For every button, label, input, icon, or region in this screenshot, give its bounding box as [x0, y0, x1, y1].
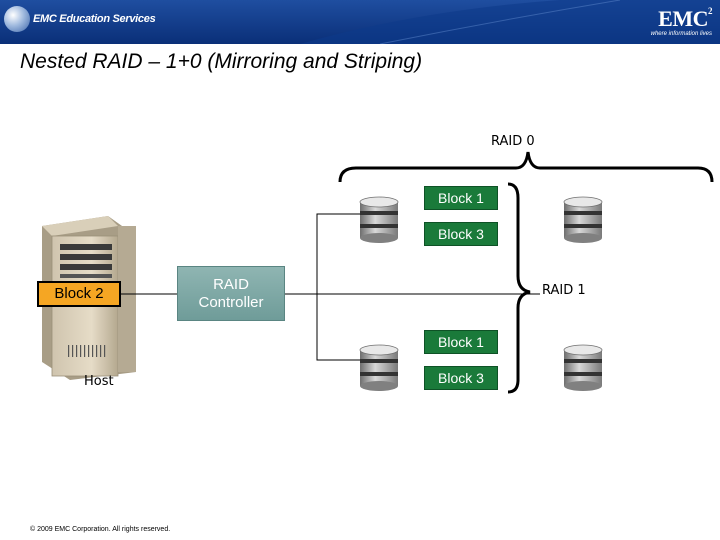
host-block-label: Block 2: [37, 281, 121, 307]
brand-left-text: EMC Education Services: [33, 13, 156, 25]
raid-controller: RAID Controller: [177, 266, 285, 321]
emc-logo: EMC2 where information lives: [632, 4, 713, 40]
globe-icon: [4, 6, 30, 32]
block-box: Block 3: [424, 222, 498, 246]
emc-education-logo: EMC Education Services: [4, 4, 156, 34]
block-box: Block 3: [424, 366, 498, 390]
block-box: Block 1: [424, 330, 498, 354]
raid0-label: RAID 0: [491, 134, 535, 149]
raid-controller-line1: RAID: [213, 276, 249, 293]
page-title: Nested RAID – 1+0 (Mirroring and Stripin…: [20, 50, 423, 73]
connection-lines: [121, 213, 540, 361]
raid-controller-line2: Controller: [198, 294, 264, 311]
emc-tagline: where information lives: [650, 31, 712, 37]
emc-logo-text: EMC: [658, 6, 708, 31]
header-bar: EMC Education Services EMC2 where inform…: [0, 0, 720, 44]
raid1-brace: [507, 182, 531, 394]
block-box: Block 1: [424, 186, 498, 210]
raid1-label: RAID 1: [542, 283, 586, 298]
disk-icon: [563, 344, 603, 392]
host-label: Host: [84, 374, 114, 389]
disk-icon: [359, 196, 399, 244]
emc-logo-sup: 2: [708, 6, 713, 16]
header-swoosh: [300, 0, 720, 44]
raid0-brace: [338, 151, 714, 183]
copyright-notice: © 2009 EMC Corporation. All rights reser…: [30, 526, 171, 533]
disk-icon: [563, 196, 603, 244]
disk-icon: [359, 344, 399, 392]
